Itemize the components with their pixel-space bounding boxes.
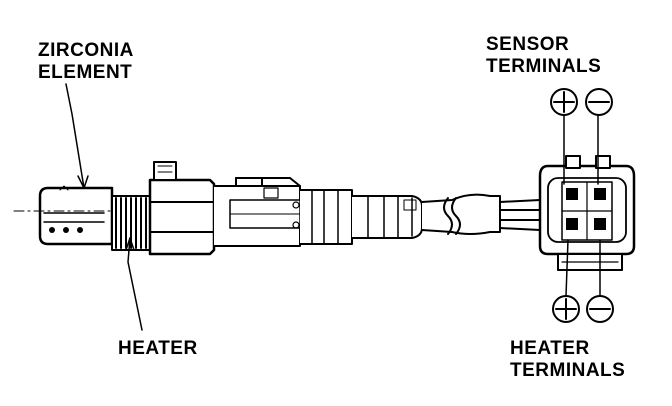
terminal-leaders xyxy=(563,113,601,297)
sensor-terminals-label-line2: TERMINALS xyxy=(486,56,602,77)
sensor-minus-symbol xyxy=(585,88,613,116)
label-leaders xyxy=(65,83,143,331)
zirconia-element-label: ZIRCONIA ELEMENT xyxy=(38,40,134,84)
heater-terminals-label-line2: TERMINALS xyxy=(510,360,626,381)
sensor-terminals-label: SENSOR TERMINALS xyxy=(486,34,601,78)
hex-nut xyxy=(148,161,216,256)
sensor-plus-symbol xyxy=(550,88,578,116)
heater-minus-symbol xyxy=(586,295,614,323)
zirconia-element-label-line1: ZIRCONIA xyxy=(38,40,134,61)
wire-harness xyxy=(421,193,541,235)
heater-plus-symbol xyxy=(552,295,580,323)
boot xyxy=(351,195,423,239)
sensor-tip xyxy=(38,185,114,246)
sensor-terminals-label-line1: SENSOR xyxy=(486,34,570,55)
heater-label: HEATER xyxy=(118,338,198,360)
heater-terminals-label-line1: HEATER xyxy=(510,338,590,359)
sensor-body xyxy=(213,177,353,247)
heater-label-text: HEATER xyxy=(118,338,198,359)
connector xyxy=(538,155,636,271)
zirconia-element-label-line2: ELEMENT xyxy=(38,62,133,83)
heater-terminals-label: HEATER TERMINALS xyxy=(510,338,625,382)
